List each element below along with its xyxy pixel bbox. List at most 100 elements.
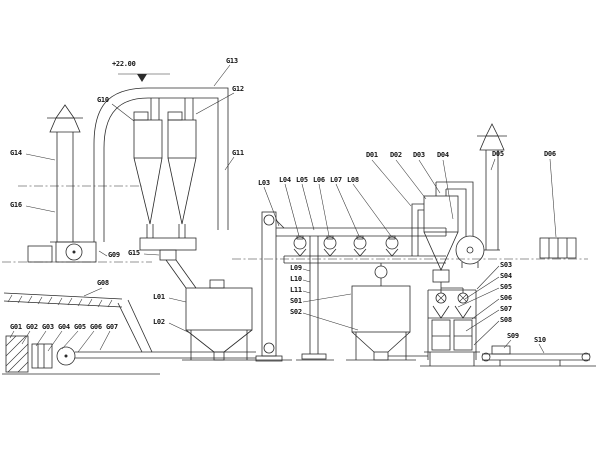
label-g03: G03 <box>42 323 54 331</box>
hopper-right <box>346 263 428 361</box>
label-g04: G04 <box>58 323 70 331</box>
leader-s01 <box>302 293 352 303</box>
label-s07: S07 <box>500 305 512 313</box>
label-d01: D01 <box>366 151 378 159</box>
leader-lines <box>9 64 557 354</box>
leader-l06 <box>318 183 330 237</box>
label-g15: G15 <box>128 249 140 257</box>
label-d02: D02 <box>390 151 402 159</box>
label-l01: L01 <box>153 293 165 301</box>
leader-g01 <box>9 330 15 339</box>
leader-l04 <box>284 183 300 237</box>
leader-d03 <box>418 159 441 194</box>
exhaust-duct <box>93 87 229 242</box>
label-s06: S06 <box>500 294 512 302</box>
leader-g14 <box>25 153 56 161</box>
leader-d02 <box>395 159 427 200</box>
elevation-label: +22.00 <box>112 60 136 68</box>
leader-l08 <box>352 183 392 237</box>
label-g11: G11 <box>232 149 244 157</box>
leader-g07 <box>99 330 111 351</box>
leader-s08 <box>473 320 500 346</box>
dust-collector <box>139 237 197 289</box>
label-l03: L03 <box>258 179 270 187</box>
leader-l03 <box>263 186 280 227</box>
label-s08: S08 <box>500 316 512 324</box>
leader-d06 <box>549 158 557 238</box>
leader-s04 <box>464 276 500 300</box>
label-d06: D06 <box>544 150 556 158</box>
label-g14: G14 <box>10 149 22 157</box>
leader-l01 <box>168 297 187 303</box>
leader-g12 <box>195 92 235 115</box>
centerlines <box>2 185 588 263</box>
elevation-mark <box>118 73 170 82</box>
leader-g13 <box>213 64 231 87</box>
label-g06: G06 <box>90 323 102 331</box>
label-g13: G13 <box>226 57 238 65</box>
label-s10: S10 <box>534 336 546 344</box>
label-s04: S04 <box>500 272 512 280</box>
label-g02: G02 <box>26 323 38 331</box>
label-l09: L09 <box>290 264 302 272</box>
label-l10: L10 <box>290 275 302 283</box>
label-s05: S05 <box>500 283 512 291</box>
label-g12: G12 <box>232 85 244 93</box>
leader-l07 <box>335 183 360 237</box>
leader-s09 <box>503 339 512 349</box>
leader-d04 <box>442 159 454 220</box>
cyclone-pair <box>133 98 197 238</box>
label-g08: G08 <box>97 279 109 287</box>
leader-g02 <box>21 330 31 345</box>
leader-g15 <box>143 253 160 256</box>
silencer-box <box>539 237 577 259</box>
label-g07: G07 <box>106 323 118 331</box>
label-l05: L05 <box>296 176 308 184</box>
label-d04: D04 <box>437 151 449 159</box>
label-s01: S01 <box>290 297 302 305</box>
label-g01: G01 <box>10 323 22 331</box>
leader-g04 <box>47 330 63 352</box>
label-l11: L11 <box>290 286 302 294</box>
leader-g10 <box>111 103 135 122</box>
leader-s03 <box>476 265 500 290</box>
label-g16: G16 <box>10 201 22 209</box>
label-d05: D05 <box>492 150 504 158</box>
airslide-conveyor <box>3 292 123 308</box>
leader-l10 <box>302 279 311 283</box>
label-g09: G09 <box>108 251 120 259</box>
leader-g11 <box>224 156 235 171</box>
leader-l02 <box>168 322 191 334</box>
leader-g09 <box>98 250 108 257</box>
screw-conveyor <box>283 255 446 264</box>
leader-s07 <box>465 309 500 332</box>
leader-l09 <box>302 268 311 272</box>
leader-l05 <box>301 183 315 231</box>
label-s09: S09 <box>507 332 519 340</box>
belt-conveyor <box>481 345 591 366</box>
label-s02: S02 <box>290 308 302 316</box>
leader-s10 <box>538 343 545 354</box>
label-s03: S03 <box>500 261 512 269</box>
label-l02: L02 <box>153 318 165 326</box>
label-l07: L07 <box>330 176 342 184</box>
label-l08: L08 <box>347 176 359 184</box>
label-d03: D03 <box>413 151 425 159</box>
label-l06: L06 <box>313 176 325 184</box>
leader-g08 <box>83 287 103 297</box>
leader-g05 <box>61 330 79 350</box>
bottom-left-equipment <box>2 299 256 375</box>
leader-s05 <box>457 287 500 308</box>
leader-g16 <box>25 205 56 213</box>
stack-right <box>477 123 507 251</box>
label-g10: G10 <box>97 96 109 104</box>
leader-g06 <box>77 330 95 353</box>
bagging-station <box>420 287 596 367</box>
cyclone-right <box>423 181 474 293</box>
label-l04: L04 <box>279 176 291 184</box>
leader-d01 <box>371 159 412 207</box>
blower-left <box>27 241 97 263</box>
